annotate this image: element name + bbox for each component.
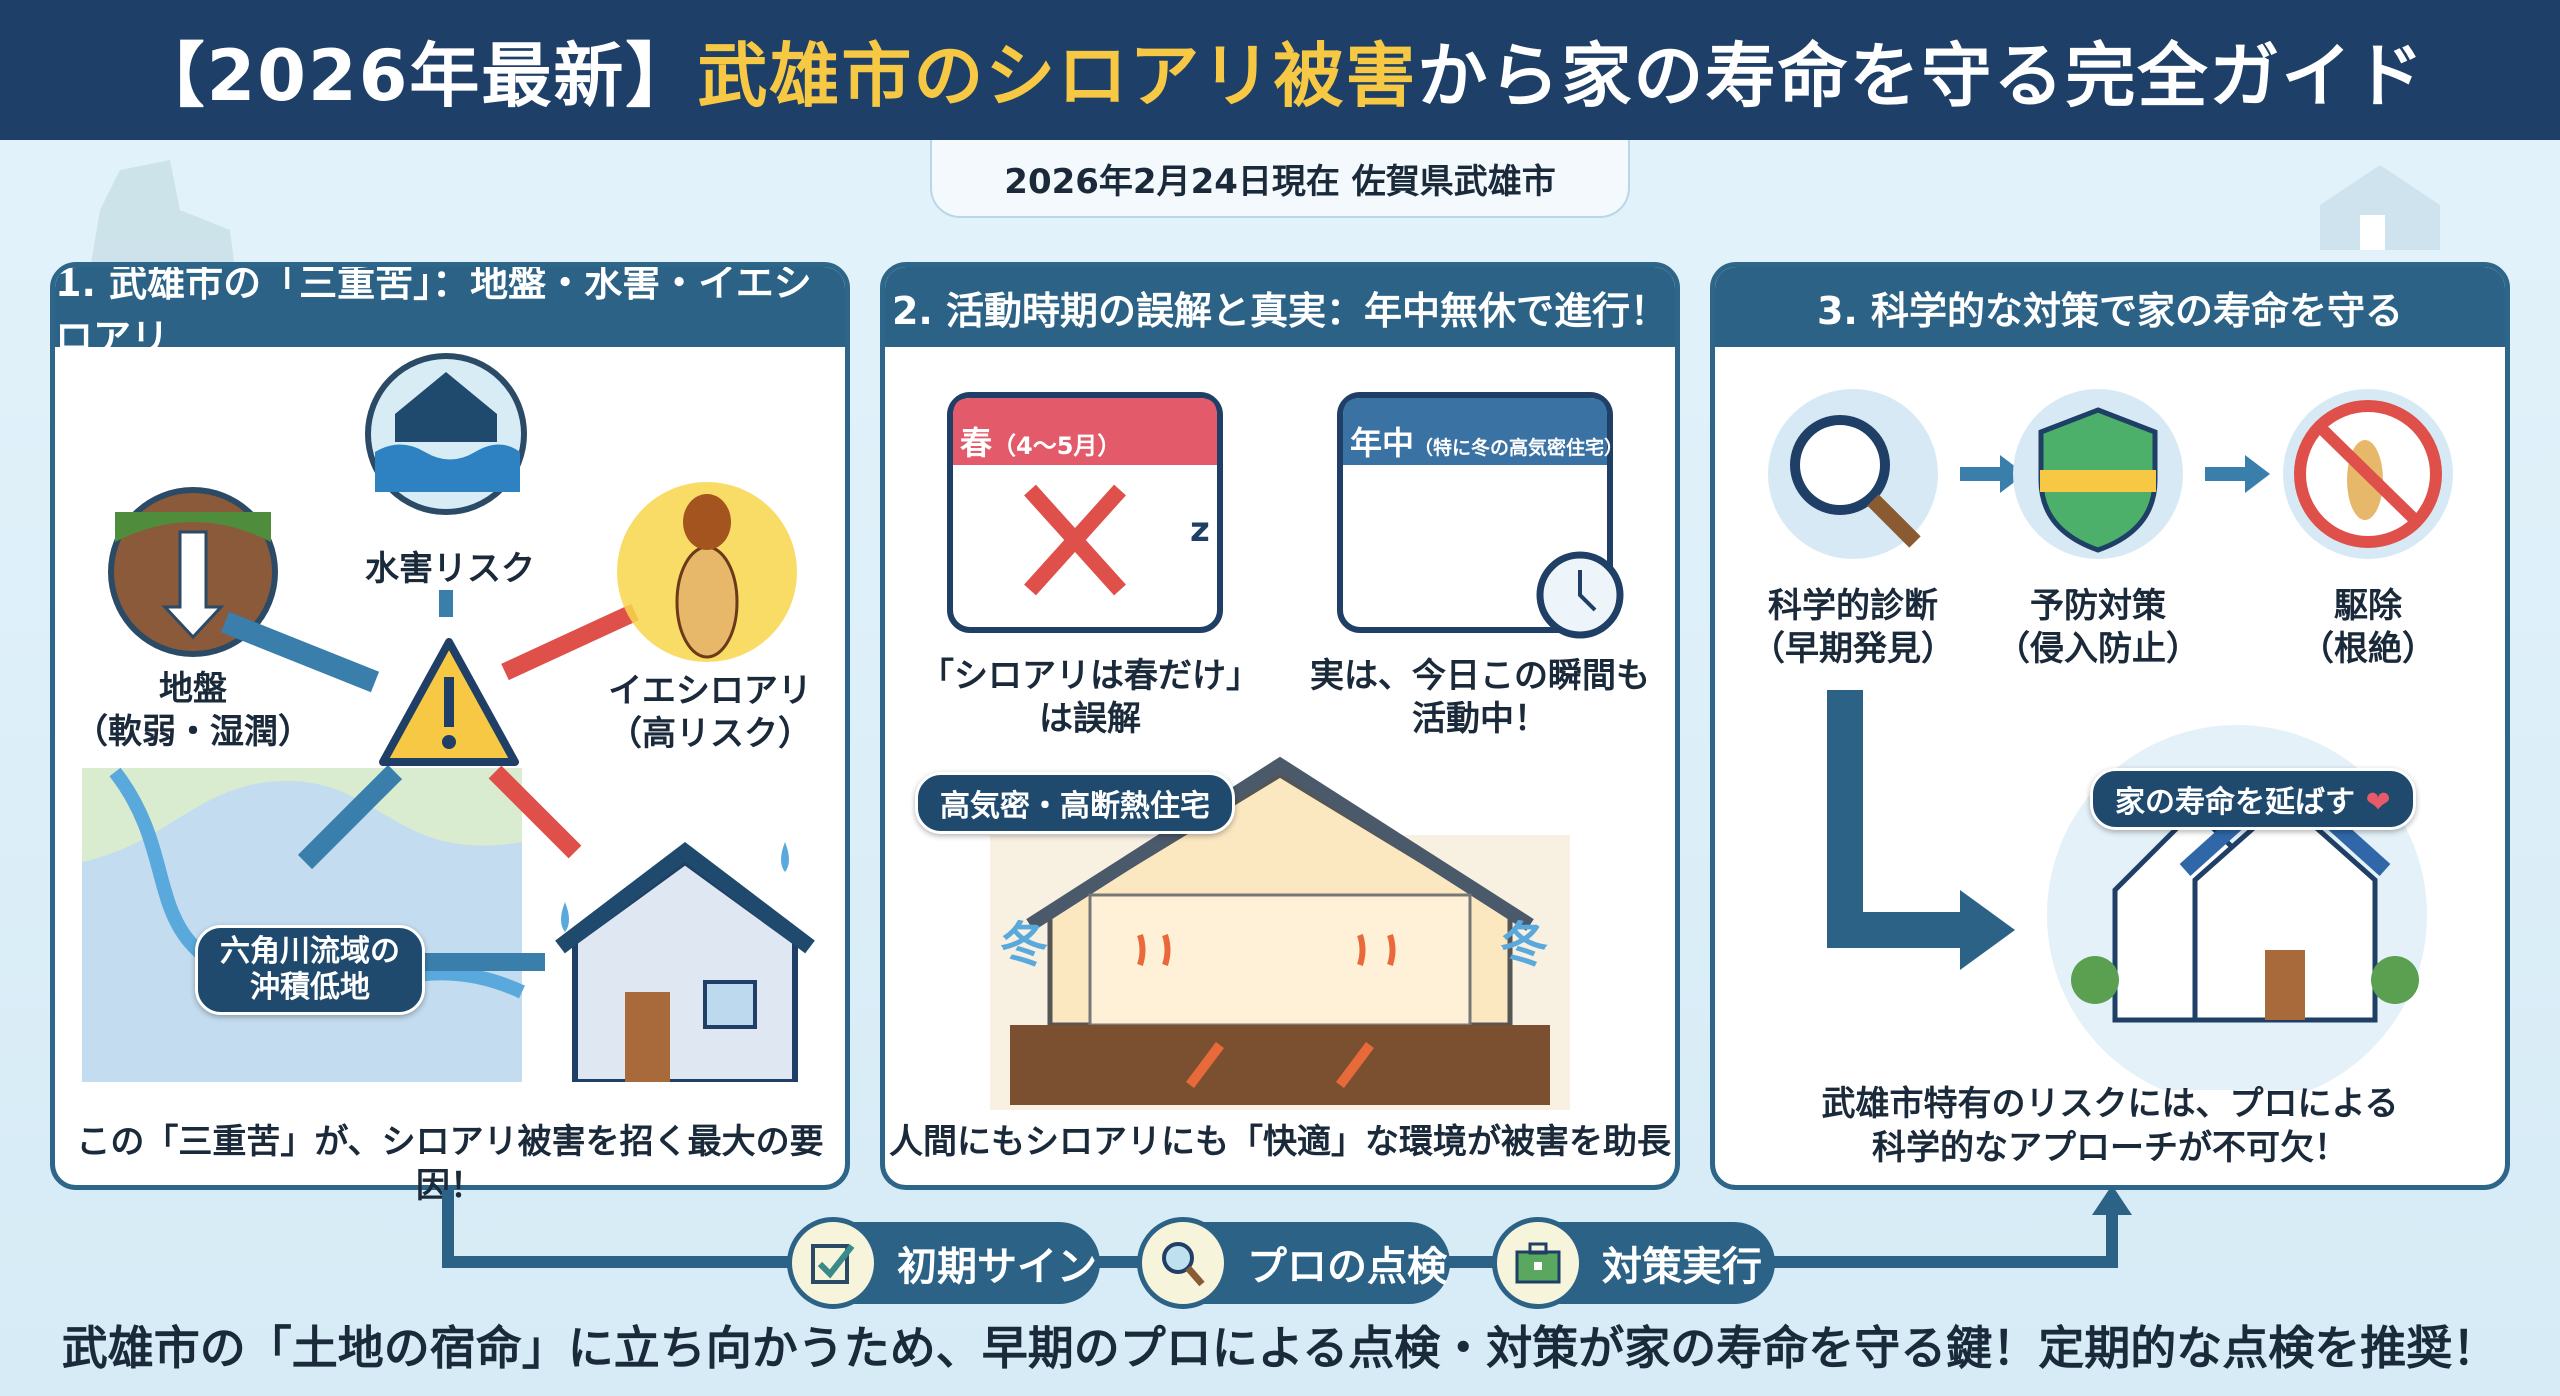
termite-icon [617, 482, 797, 662]
checkbox-icon [787, 1217, 879, 1309]
river-area-line1: 六角川流域の [220, 934, 400, 969]
warning-icon [379, 638, 519, 766]
extend-life-badge: 家の寿命を延ばす ❤ [2090, 768, 2416, 830]
diagnosis-line1: 科学的診断 [1768, 586, 1938, 626]
flow-step-label: プロの点検 [1247, 1244, 1447, 1290]
calendars-illustration [947, 392, 1624, 639]
yearround-sub: （特に冬の高気密住宅） [1414, 437, 1624, 459]
clock-icon [1536, 551, 1624, 639]
sleep-z: z [1190, 510, 1210, 550]
yearround-calendar-title: 年中（特に冬の高気密住宅） [1350, 418, 1623, 464]
spring-main: 春 [960, 424, 993, 462]
heart-icon: ❤ [2365, 785, 2391, 820]
magnifier-icon [1137, 1217, 1229, 1309]
panel2-caption: 人間にもシロアリにも「快適」な環境が被害を助長 [889, 1122, 1671, 1162]
panel1-caption: この「三重苦」が、シロアリ被害を招く最大の要因！ [76, 1122, 824, 1207]
truth-line2: 活動中！ [1412, 698, 1548, 739]
panel2-heading: 2. 活動時期の誤解と真実：年中無休で進行！ [885, 267, 1675, 347]
flow-step-label: 初期サイン [897, 1244, 1097, 1290]
yearround-main: 年中 [1350, 424, 1415, 462]
extermination-line2: （根絶） [2300, 628, 2436, 669]
winter-right: 冬 [1500, 917, 1549, 973]
diagnosis-label: 科学的診断（早期発見） [1733, 585, 1973, 670]
termite-label-line1: イエシロアリ [608, 671, 812, 711]
river-area-label: 六角川流域の沖積低地 [195, 925, 425, 1015]
panel3-heading: 3. 科学的な対策で家の寿命を守る [1715, 267, 2505, 347]
briefcase-icon [1492, 1217, 1584, 1309]
damaged-house-icon [555, 841, 815, 1082]
prevention-line1: 予防対策 [2030, 586, 2166, 626]
diagnosis-icon [1768, 389, 1938, 559]
extermination-line1: 駆除 [2334, 586, 2402, 626]
panel1-heading: 1. 武雄市の「三重苦」：地盤・水害・イエシロアリ [55, 267, 845, 360]
truth-text: 実は、今日この瞬間も活動中！ [1290, 655, 1670, 740]
x-mark-icon [1024, 484, 1126, 596]
date-tab: 2026年2月24日現在 佐賀県武雄市 [930, 140, 1630, 218]
myth-text: 「シロアリは春だけ」は誤解 [900, 655, 1280, 740]
title-highlight: 武雄市のシロアリ被害 [697, 34, 1418, 117]
yearround-calendar-icon [1337, 392, 1613, 633]
panel3-caption: 武雄市特有のリスクには、プロによる科学的なアプローチが不可欠！ [1710, 1082, 2510, 1170]
winter-left: 冬 [1000, 917, 1049, 973]
ground-label-line1: 地盤 [159, 669, 227, 709]
warm-house-illustration [990, 756, 1570, 1110]
airtight-house-label: 高気密・高断熱住宅 [915, 772, 1235, 834]
shield-icon [2013, 389, 2183, 559]
ground-label: 地盤（軟弱・湿潤） [73, 668, 313, 753]
truth-line1: 実は、今日この瞬間も [1310, 656, 1650, 696]
termite-label: イエシロアリ（高リスク） [580, 670, 840, 755]
house-decor-icon [2320, 165, 2440, 250]
flood-risk-label: 水害リスク [365, 549, 535, 589]
ground-label-line2: （軟弱・湿潤） [74, 711, 312, 752]
extend-life-text: 家の寿命を延ばす [2115, 785, 2355, 820]
panel3-caption-line1: 武雄市特有のリスクには、プロによる [1821, 1084, 2399, 1124]
diagnosis-line2: （早期発見） [1751, 628, 1955, 669]
flow-step-pro-inspection: プロの点検 [1137, 1217, 1450, 1309]
flood-house-icon [365, 353, 527, 515]
ground-icon [108, 487, 278, 657]
panel3-illustration [1768, 389, 2453, 1090]
flow-step-action: 対策実行 [1492, 1217, 1775, 1309]
title-suffix: から家の寿命を守る完全ガイド [1417, 34, 2426, 117]
spring-calendar-icon [947, 392, 1223, 633]
footer-message: 武雄市の「土地の宿命」に立ち向かうため、早期のプロによる点検・対策が家の寿命を守… [61, 1321, 2499, 1375]
no-termite-icon [2283, 389, 2453, 559]
myth-line2: は誤解 [1039, 698, 1141, 739]
river-area-line2: 沖積低地 [250, 970, 370, 1005]
extermination-label: 駆除（根絶） [2248, 585, 2488, 670]
termite-label-line2: （高リスク） [608, 713, 812, 754]
prevention-label: 予防対策（侵入防止） [1978, 585, 2218, 670]
page-title: 【2026年最新】武雄市のシロアリ被害から家の寿命を守る完全ガイド [0, 0, 2560, 140]
spring-calendar-title: 春（4〜5月） [960, 418, 1121, 464]
myth-line1: 「シロアリは春だけ」 [920, 656, 1260, 696]
prevention-line2: （侵入防止） [1996, 628, 2200, 669]
title-prefix: 【2026年最新】 [134, 34, 698, 117]
spring-sub: （4〜5月） [992, 432, 1122, 460]
flow-step-initial-signs: 初期サイン [787, 1217, 1100, 1309]
flow-step-label: 対策実行 [1602, 1244, 1762, 1290]
panel3-caption-line2: 科学的なアプローチが不可欠！ [1872, 1128, 2348, 1169]
